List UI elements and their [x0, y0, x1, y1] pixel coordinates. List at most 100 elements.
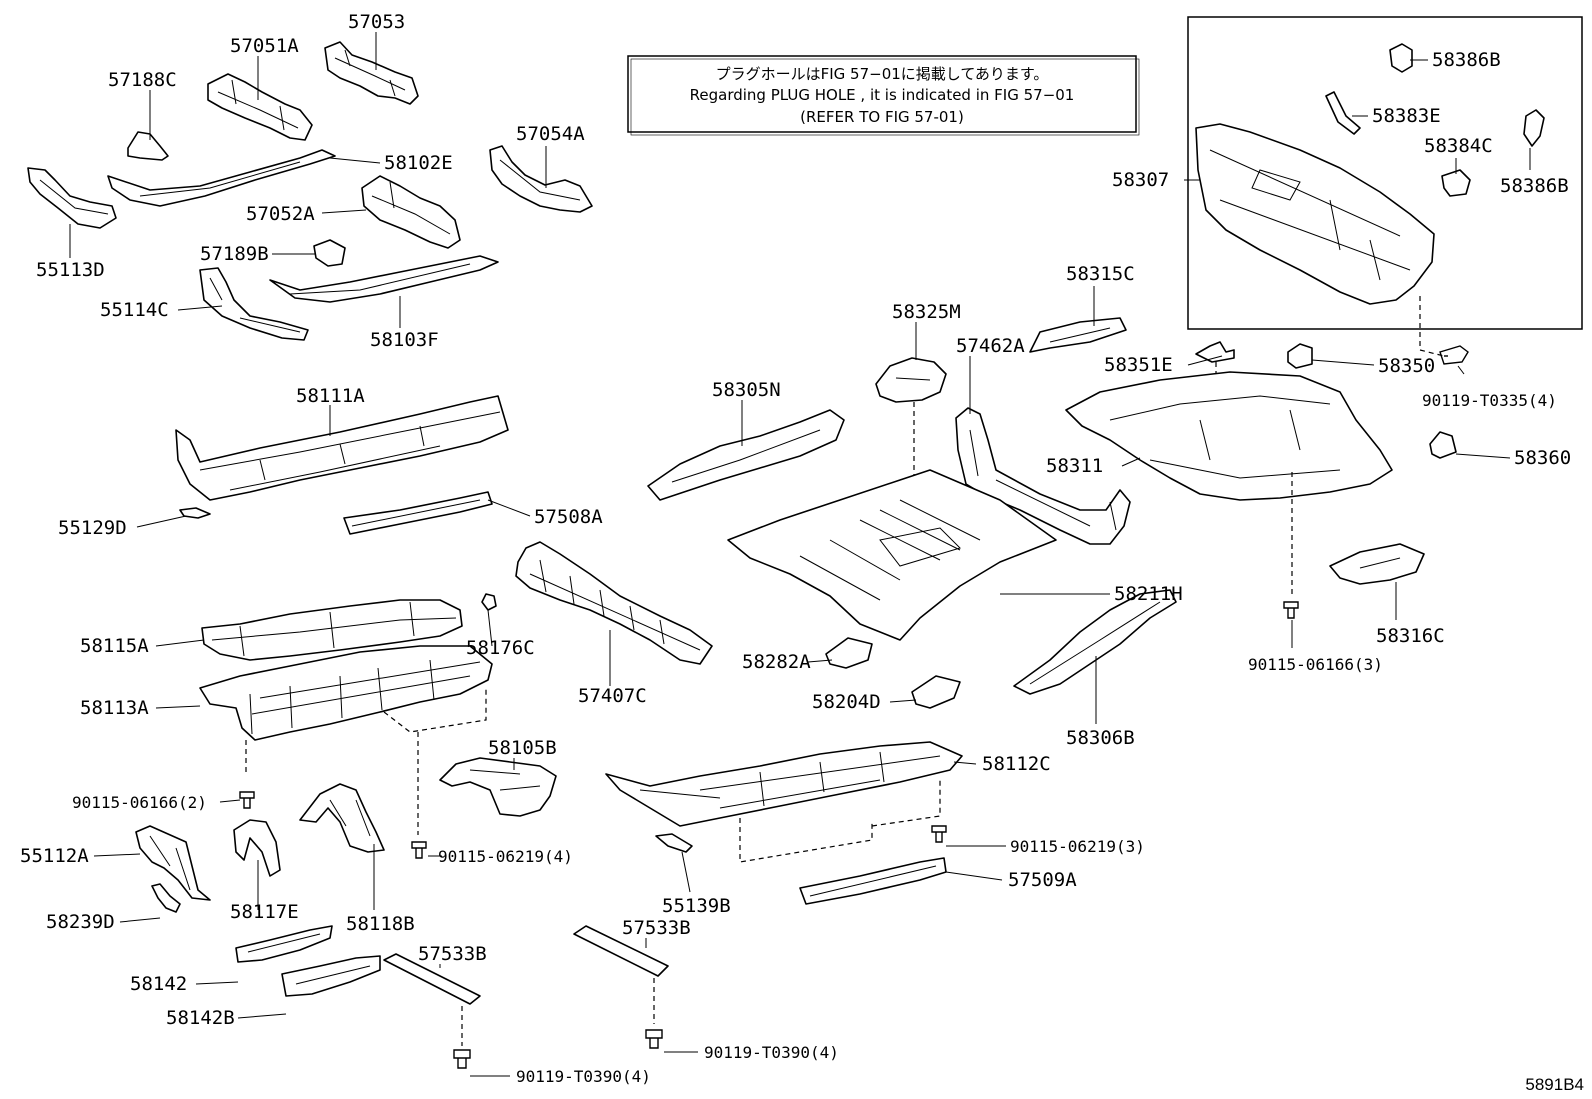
leader-lines	[69, 32, 1531, 1077]
part-57051A-shape	[207, 73, 313, 141]
part-57509A-shape	[799, 857, 947, 905]
label-58316C: 58316C	[1376, 625, 1445, 647]
label-90119-T0390-left: 90119-T0390(4)	[516, 1067, 651, 1086]
figure-id: 5891B4	[1525, 1075, 1584, 1094]
part-58211H-shape	[727, 469, 1057, 641]
label-58115A: 58115A	[80, 635, 149, 657]
dash-leaders-left-floor	[245, 686, 487, 835]
note-line-jp: プラグホールはFIG 57−01に掲載してあります。	[716, 65, 1049, 83]
label-58315C: 58315C	[1066, 263, 1135, 285]
label-57051A: 57051A	[230, 35, 299, 57]
bolt-90115-06219-3-shape	[931, 825, 947, 843]
part-58316C-shape	[1329, 543, 1425, 585]
part-58350-shape	[1287, 343, 1313, 369]
bolt-90115-06219-4-shape	[411, 841, 427, 859]
label-90115-06219-3: 90115-06219(3)	[1010, 837, 1145, 856]
label-58350: 58350	[1378, 355, 1435, 377]
label-58351E: 58351E	[1104, 354, 1173, 376]
part-58386B-right-shape	[1523, 109, 1545, 147]
part-57189B-shape	[313, 239, 346, 267]
part-57508A-shape	[343, 491, 493, 535]
part-58311-shape	[1065, 371, 1393, 501]
label-90115-06166-3: 90115-06166(3)	[1248, 655, 1383, 674]
part-58103F-shape	[269, 255, 499, 303]
label-57509A: 57509A	[1008, 869, 1077, 891]
part-58117E-shape	[233, 819, 281, 877]
part-57533B-mid-shape	[573, 925, 669, 977]
part-58115A-shape	[201, 599, 463, 661]
part-58307-shape	[1195, 123, 1435, 305]
label-57188C: 57188C	[108, 69, 177, 91]
label-58360: 58360	[1514, 447, 1571, 469]
label-90115-06166-2: 90115-06166(2)	[72, 793, 207, 812]
label-58102E: 58102E	[384, 152, 453, 174]
label-57533B-mid: 57533B	[622, 917, 691, 939]
label-90119-T0335-4: 90119-T0335(4)	[1422, 391, 1557, 410]
label-57407C: 57407C	[578, 685, 647, 707]
dash-leaders-58112C	[739, 780, 941, 863]
part-58306B-shape	[1013, 589, 1177, 695]
part-58142-shape	[235, 925, 333, 963]
part-58118B-shape	[299, 783, 385, 853]
part-58351E-shape	[1195, 341, 1235, 363]
label-57053: 57053	[348, 11, 405, 33]
bolt-90115-06166-3-shape	[1283, 601, 1299, 619]
label-58384C: 58384C	[1424, 135, 1493, 157]
label-58103F: 58103F	[370, 329, 439, 351]
label-55129D: 55129D	[58, 517, 127, 539]
part-55129D-shape	[179, 507, 211, 519]
label-58307: 58307	[1112, 169, 1169, 191]
part-57188C-shape	[127, 131, 169, 161]
label-57052A: 57052A	[246, 203, 315, 225]
part-58204D-shape	[911, 675, 961, 709]
label-57508A: 57508A	[534, 506, 603, 528]
part-58102E-shape	[107, 149, 336, 207]
part-58239D-shape	[151, 883, 181, 913]
bolt-90115-06166-2-shape	[239, 791, 255, 809]
part-58305N-shape	[647, 409, 845, 501]
label-57533B-left: 57533B	[418, 943, 487, 965]
label-58113A: 58113A	[80, 697, 149, 719]
label-58176C: 58176C	[466, 637, 535, 659]
part-57053-shape	[324, 41, 419, 105]
dash-leader-90119-T0335	[1419, 296, 1445, 357]
label-57189B: 57189B	[200, 243, 269, 265]
label-58142: 58142	[130, 973, 187, 995]
label-58325M: 58325M	[892, 301, 961, 323]
part-57533B-left-shape	[383, 953, 481, 1005]
label-58118B: 58118B	[346, 913, 415, 935]
part-58105B-shape	[439, 757, 557, 817]
part-labels: 57053 57051A 57188C 58102E 57054A 57052A…	[20, 11, 1571, 1086]
note-line-refer: (REFER TO FIG 57-01)	[800, 108, 964, 126]
note-box: プラグホールはFIG 57−01に掲載してあります。 Regarding PLU…	[627, 55, 1140, 136]
label-58386B-right: 58386B	[1500, 175, 1569, 197]
part-58383E-shape	[1325, 91, 1361, 135]
label-58386B-top: 58386B	[1432, 49, 1501, 71]
label-55112A: 55112A	[20, 845, 89, 867]
part-58113A-shape	[199, 645, 493, 741]
label-58105B: 58105B	[488, 737, 557, 759]
label-58112C: 58112C	[982, 753, 1051, 775]
part-55113D-shape	[27, 167, 117, 229]
label-55139B: 55139B	[662, 895, 731, 917]
part-57054A-shape	[489, 145, 593, 213]
label-90115-06219-4: 90115-06219(4)	[438, 847, 573, 866]
part-58325M-shape	[875, 357, 947, 403]
part-55114C-shape	[199, 267, 309, 341]
part-55112A-shape	[135, 825, 211, 901]
label-58282A: 58282A	[742, 651, 811, 673]
label-55114C: 55114C	[100, 299, 169, 321]
label-58383E: 58383E	[1372, 105, 1441, 127]
part-58386B-top-shape	[1389, 43, 1413, 73]
part-58111A-shape	[175, 395, 509, 501]
part-58384C-shape	[1441, 169, 1471, 197]
part-58315C-shape	[1029, 317, 1127, 353]
label-90119-T0390-mid: 90119-T0390(4)	[704, 1043, 839, 1062]
label-55113D: 55113D	[36, 259, 105, 281]
label-58239D: 58239D	[46, 911, 115, 933]
part-55139B-shape	[655, 833, 693, 853]
label-58311: 58311	[1046, 455, 1103, 477]
part-58112C-shape	[605, 741, 963, 827]
